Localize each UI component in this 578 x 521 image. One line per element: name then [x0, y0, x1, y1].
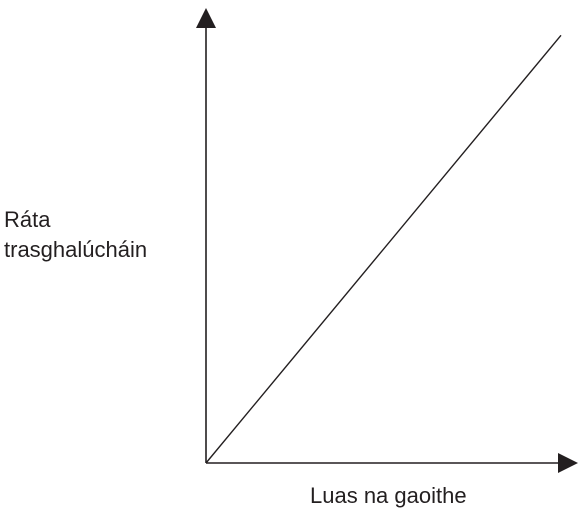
y-axis-label: Ráta trasghalúcháin — [4, 205, 147, 265]
y-axis-label-line-1: Ráta — [4, 207, 51, 232]
series-line-1 — [205, 34, 562, 464]
y-axis-label-line-2: trasghalúcháin — [4, 237, 148, 262]
x-axis-arrow-icon — [558, 453, 578, 473]
series-layer — [205, 34, 562, 464]
x-axis-label: Luas na gaoithe — [310, 483, 467, 508]
y-axis-arrow-icon — [196, 8, 216, 28]
